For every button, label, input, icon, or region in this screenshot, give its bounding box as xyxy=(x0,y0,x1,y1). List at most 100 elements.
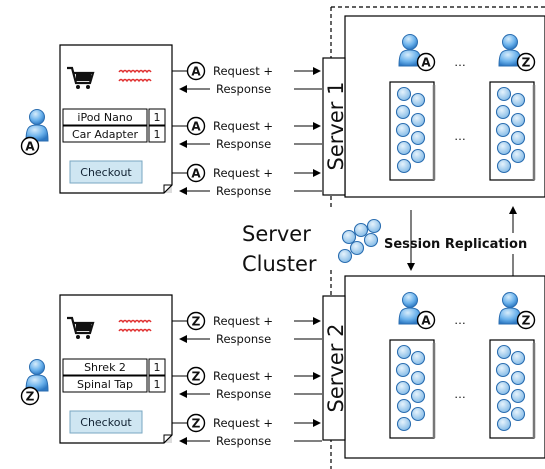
cart-item-name: Car Adapter xyxy=(72,128,139,141)
server-1-session-store-1-session-0 xyxy=(496,86,512,102)
request-badge-letter: A xyxy=(191,120,201,134)
server-1-session-store-0-session-5 xyxy=(410,130,426,146)
page-corner xyxy=(163,434,172,443)
server-1-label: Server 1 xyxy=(324,82,348,171)
server-1-ellipsis-users: … xyxy=(454,55,466,69)
cart-icon xyxy=(67,66,95,89)
server-1-session-store-1 xyxy=(489,81,536,181)
server-1-user-badge-1-letter: Z xyxy=(522,56,531,70)
server-2-session-store-0 xyxy=(389,339,436,439)
client-2-badge-letter: Z xyxy=(26,390,35,404)
cart-item-name-cell xyxy=(62,375,148,393)
server-2-session-store-0-session-1 xyxy=(410,350,426,366)
cluster-label-line1: Server xyxy=(242,222,311,246)
server-2-session-store-0-session-0 xyxy=(396,344,412,360)
cluster-label-line2: Cluster xyxy=(242,252,317,276)
request-badge: Z xyxy=(186,311,206,331)
server-2-ellipsis-users: … xyxy=(454,313,466,327)
client-2-badge: Z xyxy=(20,386,40,406)
request-label: Request + xyxy=(213,369,273,383)
server-2-session-store-1-session-2 xyxy=(495,362,511,378)
checkout-button[interactable] xyxy=(69,160,143,184)
server-1-sessions: A Z … … xyxy=(389,34,536,181)
request-badge-letter: Z xyxy=(192,417,201,431)
client-1-badge: A xyxy=(20,136,40,156)
server-1-session-store-0-session-2 xyxy=(395,104,411,120)
text-placeholder-squiggle xyxy=(118,69,152,83)
response-label: Response xyxy=(216,332,271,346)
server-1-session-store-1-session-7 xyxy=(510,148,526,164)
response-label: Response xyxy=(216,434,271,448)
request-badge: Z xyxy=(186,366,206,386)
cart-icon xyxy=(67,316,95,339)
server-2-user-badge-0-letter: A xyxy=(421,314,431,328)
request-badge: A xyxy=(186,61,206,81)
cart-item-qty: 1 xyxy=(154,128,161,141)
server-1-session-store-1-session-8 xyxy=(496,158,512,174)
request-badge-letter: A xyxy=(191,65,201,79)
replication-label: Session Replication xyxy=(384,237,527,252)
response-label: Response xyxy=(216,82,271,96)
server-2-session-store-0-session-7 xyxy=(410,406,426,422)
cart-item-name: iPod Nano xyxy=(77,111,132,124)
request-label: Request + xyxy=(213,119,273,133)
request-label: Request + xyxy=(213,416,273,430)
cart-item-qty-cell xyxy=(148,375,166,393)
client-1-user-icon xyxy=(25,109,49,142)
server-2-user-badge-1: Z xyxy=(516,310,536,330)
server-2-session-store-1-session-0 xyxy=(496,344,512,360)
server-2-label: Server 2 xyxy=(324,324,348,413)
request-label: Request + xyxy=(213,166,273,180)
server-2-ellipsis-sessions: … xyxy=(454,387,466,401)
server-2-session-store-1-session-1 xyxy=(510,350,526,366)
server-1-session-store-0 xyxy=(389,81,436,181)
server-1-session-store-1-session-4 xyxy=(495,122,511,138)
server-1-user-badge-0: A xyxy=(416,52,436,72)
request-badge-letter: Z xyxy=(192,315,201,329)
server-1-session-store-1-session-5 xyxy=(510,130,526,146)
server-2-session-store-0-session-2 xyxy=(395,362,411,378)
server-2-session-store-1-session-8 xyxy=(496,416,512,432)
server-1-session-store-1-session-3 xyxy=(510,112,526,128)
server-2-session-store-1-session-4 xyxy=(495,380,511,396)
server-2-session-store-1 xyxy=(489,339,536,439)
server-1-user-badge-0-letter: A xyxy=(421,56,431,70)
server-1-session-store-1-session-1 xyxy=(510,92,526,108)
request-badge-letter: Z xyxy=(192,370,201,384)
checkout-button-label: Checkout xyxy=(80,166,132,179)
response-label: Response xyxy=(216,184,271,198)
request-badge: Z xyxy=(186,413,206,433)
server-1-session-store-1-session-6 xyxy=(496,140,512,156)
text-placeholder-squiggle xyxy=(118,319,152,333)
server-2-session-store-1-session-3 xyxy=(510,370,526,386)
request-badge: A xyxy=(186,116,206,136)
request-response-pair: Z Request + Response xyxy=(172,413,322,448)
cart-item-qty: 1 xyxy=(154,378,161,391)
checkout-button[interactable] xyxy=(69,410,143,434)
cart-item-name-cell xyxy=(62,108,148,126)
server-2-session-store-1-session-6 xyxy=(496,398,512,414)
server-2-session-store-0-session-6 xyxy=(396,398,412,414)
server-2-session-store-0-session-5 xyxy=(410,388,426,404)
server-1-session-store-0-session-4 xyxy=(395,122,411,138)
cart-item-name: Shrek 2 xyxy=(84,361,126,374)
server-1-user-badge-1: Z xyxy=(516,52,536,72)
cart-item-qty-cell xyxy=(148,125,166,143)
server-1-ellipsis-sessions: … xyxy=(454,129,466,143)
server-2-user-badge-0: A xyxy=(416,310,436,330)
session-replication: Session Replication xyxy=(337,206,527,276)
server-1-session-store-1-session-2 xyxy=(495,104,511,120)
cart-item-name-cell xyxy=(62,358,148,376)
cart-item-qty: 1 xyxy=(154,361,161,374)
server-1-session-store-0-session-3 xyxy=(410,112,426,128)
server-2-session-store-1-session-7 xyxy=(510,406,526,422)
server-1-session-store-0-session-6 xyxy=(396,140,412,156)
server-1-session-store-0-session-7 xyxy=(410,148,426,164)
server-1-session-store-0-session-1 xyxy=(410,92,426,108)
